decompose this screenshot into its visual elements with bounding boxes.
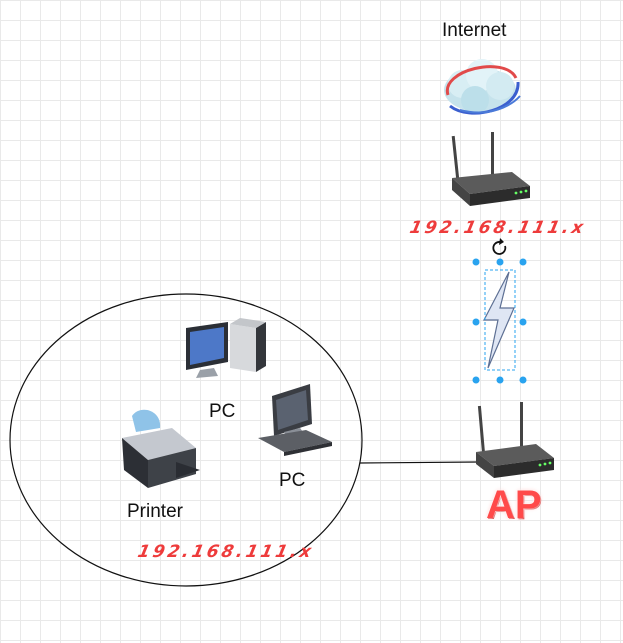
printer-label: Printer <box>127 501 183 522</box>
router-top-icon[interactable] <box>451 132 530 206</box>
lan-group-ellipse[interactable] <box>9 293 363 587</box>
ap-label: AP <box>486 483 542 527</box>
internet-label: Internet <box>442 20 507 41</box>
internet-cloud-icon[interactable] <box>444 59 521 115</box>
selection-box <box>484 269 516 371</box>
selection-handles[interactable] <box>472 258 527 384</box>
lightning-bolt-icon[interactable] <box>483 271 515 369</box>
lan-group-ip-label: 192.168.111.x <box>135 542 316 562</box>
access-point-router-icon[interactable] <box>476 402 554 478</box>
pc-2-icon[interactable] <box>258 384 332 456</box>
pc-1-label: PC <box>209 401 236 422</box>
pc-1-icon[interactable] <box>186 318 266 378</box>
printer-icon[interactable] <box>122 409 200 488</box>
ellipse-to-ap-connector[interactable] <box>359 461 479 464</box>
rotate-handle-icon[interactable] <box>492 238 507 255</box>
pc-2-label: PC <box>279 470 306 491</box>
router-top-ip-label: 192.168.111.x <box>407 218 588 238</box>
